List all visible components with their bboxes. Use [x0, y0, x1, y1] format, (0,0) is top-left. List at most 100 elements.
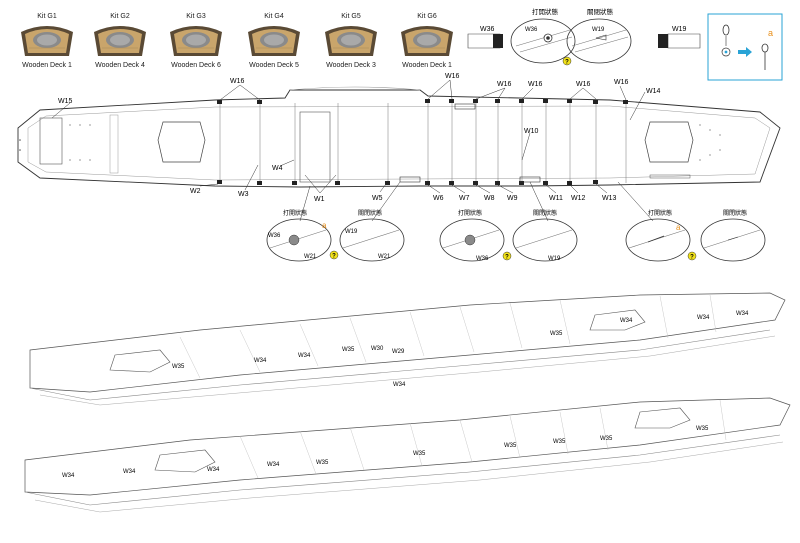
w36-part-sketch: W36 — [467, 26, 503, 49]
kit-g5: Kit G5 Wooden Deck 3 — [313, 12, 389, 70]
kit-deck-label: Wooden Deck 1 — [22, 62, 72, 69]
kit-deck-label: Wooden Deck 3 — [326, 62, 376, 69]
arrow-right-icon — [738, 47, 752, 57]
label-w16-a: W16 — [230, 78, 245, 85]
wooden-deck-image — [325, 26, 377, 56]
kit-deck-label: Wooden Deck 4 — [95, 62, 145, 69]
callout-2-a: W19 — [345, 229, 358, 235]
v1-w34-c: W34 — [736, 311, 749, 317]
callout-5-letter: a — [676, 223, 681, 232]
kit-g6: Kit G6 Wooden Deck 1 — [389, 12, 465, 70]
v1-w34-d: W34 — [254, 358, 267, 364]
kit-title: Kit G4 — [264, 13, 284, 20]
callout-6-title: 關閉狀態 — [723, 209, 747, 217]
label-w7: W7 — [459, 195, 470, 202]
label-w16-d: W16 — [528, 81, 543, 88]
v2-w35-e: W35 — [600, 436, 613, 442]
v1-w34-e: W34 — [298, 353, 311, 359]
label-w36-inset: W36 — [525, 27, 538, 33]
callout-1-letter: a — [322, 221, 327, 230]
v1-w34-b: W34 — [697, 315, 710, 321]
question-badge — [502, 251, 512, 261]
kit-title: Kit G3 — [186, 13, 206, 20]
deck-outline — [17, 89, 781, 188]
label-w15: W15 — [58, 98, 73, 105]
inset-letter-a: a — [768, 28, 773, 38]
wooden-deck-image — [21, 26, 73, 56]
label-w9: W9 — [507, 195, 518, 202]
callout-open-1 — [266, 218, 332, 262]
wooden-deck-image — [94, 26, 146, 56]
wooden-deck-image — [248, 26, 300, 56]
v2-w34-c: W34 — [207, 467, 220, 473]
kit-g1: Kit G1 Wooden Deck 1 — [9, 12, 85, 70]
svg-text:?: ? — [565, 60, 569, 66]
view-2-labels: W34 W34 W34 W34 W35 W35 W35 W35 W35 W35 — [62, 426, 709, 479]
svg-text:?: ? — [690, 255, 694, 261]
v2-w34-d: W34 — [267, 462, 280, 468]
kit-g3: Kit G3 Wooden Deck 6 — [158, 12, 234, 70]
label-w19-part: W19 — [672, 26, 687, 33]
v1-w35-c: W35 — [172, 364, 185, 370]
label-w36-part: W36 — [480, 26, 495, 33]
v1-w35-a: W35 — [550, 331, 563, 337]
perspective-view-1 — [29, 292, 786, 406]
plan-leader-lines — [51, 79, 646, 194]
w19-part-sketch: W19 — [658, 26, 701, 49]
label-w4: W4 — [272, 165, 283, 172]
svg-text:?: ? — [332, 254, 336, 260]
label-closed-state: 關閉狀態 — [587, 7, 614, 16]
label-w14: W14 — [646, 88, 661, 95]
view-1-labels: W34 W34 W34 W34 W34 W34 W35 W35 W35 W30 … — [172, 311, 749, 388]
kit-title: Kit G5 — [341, 13, 361, 20]
v1-w30: W30 — [371, 346, 384, 352]
v2-w35-b: W35 — [413, 451, 426, 457]
callout-3-title: 打開狀態 — [458, 209, 482, 217]
kit-deck-label: Wooden Deck 6 — [171, 62, 221, 69]
callout-open-2 — [439, 218, 505, 262]
callout-4-title: 關閉狀態 — [533, 209, 557, 217]
question-badge — [687, 251, 697, 261]
label-w16-e: W16 — [576, 81, 591, 88]
label-w8: W8 — [484, 195, 495, 202]
kit-title: Kit G1 — [37, 13, 57, 20]
label-w13: W13 — [602, 195, 617, 202]
callout-1-title: 打開狀態 — [283, 209, 307, 217]
wooden-deck-image — [170, 26, 222, 56]
callout-closed-3 — [700, 218, 766, 262]
label-open-state: 打開狀態 — [532, 7, 559, 16]
callout-2-b: W21 — [378, 254, 391, 260]
closed-state-bubble — [566, 18, 632, 64]
v2-w35-d: W35 — [553, 439, 566, 445]
label-w6: W6 — [433, 195, 444, 202]
kit-title: Kit G6 — [417, 13, 437, 20]
open-state-bubble — [510, 18, 576, 64]
kit-title: Kit G2 — [110, 13, 130, 20]
question-badge — [329, 250, 339, 260]
label-w11: W11 — [549, 195, 563, 202]
question-badge — [562, 56, 572, 66]
label-w19-inset: W19 — [592, 27, 605, 33]
v1-w34-f: W34 — [393, 382, 406, 388]
v2-w35-a: W35 — [316, 460, 329, 466]
label-w3: W3 — [238, 191, 249, 198]
label-w12: W12 — [571, 195, 586, 202]
label-w2: W2 — [190, 188, 201, 195]
callout-bubbles: 打開狀態 W36 W21 a ? 關閉狀態 W19 W21 打開狀態 W36 ?… — [266, 181, 766, 262]
label-w16-b: W16 — [445, 73, 460, 80]
callout-2-title: 關閉狀態 — [358, 209, 382, 217]
label-w1: W1 — [314, 196, 325, 203]
callout-open-3 — [625, 218, 691, 262]
v1-w34-a: W34 — [620, 318, 633, 324]
callout-1-a: W36 — [268, 233, 281, 239]
kit-deck-label: Wooden Deck 1 — [402, 62, 452, 69]
kit-g4: Kit G4 Wooden Deck 5 — [236, 12, 312, 70]
perspective-view-2 — [24, 397, 791, 513]
callout-closed-2 — [512, 218, 578, 262]
v2-w34-a: W34 — [62, 473, 75, 479]
label-w5: W5 — [372, 195, 383, 202]
v1-w29: W29 — [392, 349, 405, 355]
v2-w34-b: W34 — [123, 469, 136, 475]
kit-deck-label: Wooden Deck 5 — [249, 62, 299, 69]
